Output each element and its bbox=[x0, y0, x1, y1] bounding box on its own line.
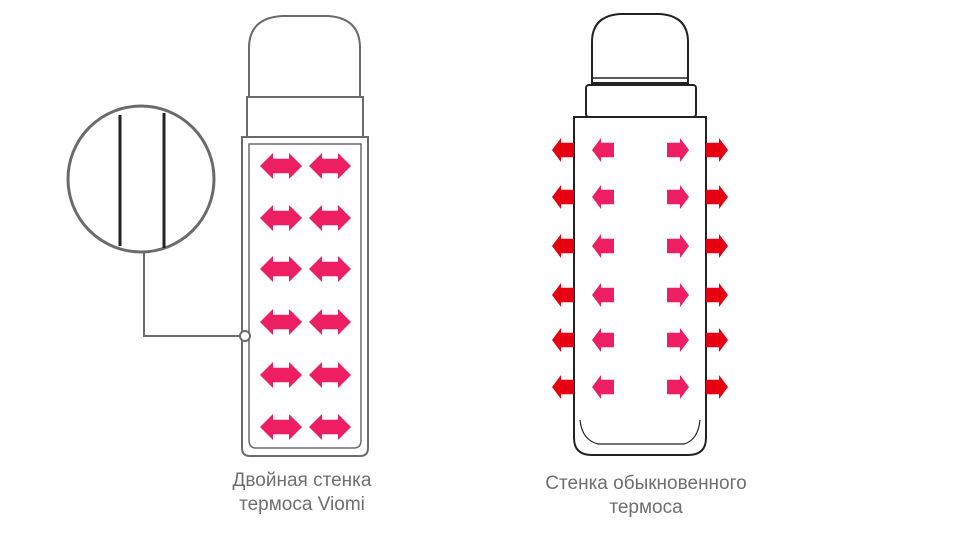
ordinary-thermos-collar bbox=[585, 84, 697, 118]
right-arrow-icon bbox=[706, 328, 728, 352]
left-arrow-icon bbox=[552, 328, 574, 352]
left-arrow-icon bbox=[552, 234, 574, 258]
viomi-thermos bbox=[241, 15, 369, 457]
right-arrow-icon bbox=[667, 234, 689, 258]
left-right-arrow-icon bbox=[309, 309, 351, 335]
left-right-arrow-icon bbox=[309, 362, 351, 388]
viomi-thermos-cap bbox=[248, 15, 361, 98]
left-arrow-icon bbox=[552, 185, 574, 209]
right-arrow-icon bbox=[667, 328, 689, 352]
wall-detail-magnifier bbox=[66, 104, 251, 342]
left-right-arrow-icon bbox=[260, 362, 302, 388]
left-right-arrow-icon bbox=[260, 153, 302, 179]
left-right-arrow-icon bbox=[309, 153, 351, 179]
left-right-arrow-icon bbox=[309, 256, 351, 282]
ordinary-thermos-body-highlight bbox=[579, 419, 701, 445]
left-right-arrow-icon bbox=[260, 205, 302, 231]
left-arrow-icon bbox=[552, 283, 574, 307]
right-arrow-icon bbox=[706, 375, 728, 399]
left-arrow-icon bbox=[552, 375, 574, 399]
left-arrow-icon bbox=[592, 283, 614, 307]
left-right-arrow-icon bbox=[260, 414, 302, 440]
left-right-arrow-icon bbox=[309, 205, 351, 231]
ordinary-caption-line2: термоса bbox=[609, 497, 683, 518]
magnifier-pointer-dot bbox=[239, 330, 251, 342]
right-arrow-icon bbox=[667, 375, 689, 399]
left-right-arrow-icon bbox=[260, 256, 302, 282]
ordinary-caption-line1: Стенка обыкновенного bbox=[545, 473, 747, 494]
right-arrow-icon bbox=[706, 234, 728, 258]
left-arrow-icon bbox=[592, 328, 614, 352]
viomi-thermos-collar bbox=[246, 96, 364, 138]
viomi-caption-line2: термоса Viomi bbox=[239, 494, 365, 515]
left-arrow-icon bbox=[592, 375, 614, 399]
magnifier-pointer-line bbox=[143, 252, 240, 337]
magnifier-detail-icon bbox=[66, 104, 216, 254]
viomi-thermos-body-inner bbox=[248, 143, 362, 449]
right-arrow-icon bbox=[706, 283, 728, 307]
right-arrow-icon bbox=[667, 138, 689, 162]
ordinary-thermos bbox=[552, 13, 728, 456]
viomi-arrow-grid bbox=[260, 153, 351, 440]
left-arrow-icon bbox=[552, 138, 574, 162]
right-arrow-icon bbox=[706, 185, 728, 209]
ordinary-arrow-grid bbox=[552, 138, 728, 399]
ordinary-caption: Стенка обыкновенного термоса bbox=[516, 472, 776, 520]
left-right-arrow-icon bbox=[309, 414, 351, 440]
right-arrow-icon bbox=[667, 283, 689, 307]
ordinary-thermos-cap bbox=[591, 13, 689, 84]
left-arrow-icon bbox=[592, 138, 614, 162]
left-right-arrow-icon bbox=[260, 309, 302, 335]
left-arrow-icon bbox=[592, 234, 614, 258]
right-arrow-icon bbox=[667, 185, 689, 209]
right-arrow-icon bbox=[706, 138, 728, 162]
ordinary-thermos-body bbox=[573, 116, 707, 456]
viomi-caption: Двойная стенка термоса Viomi bbox=[192, 469, 412, 517]
viomi-thermos-body-outer bbox=[241, 136, 369, 457]
viomi-caption-line1: Двойная стенка bbox=[232, 470, 372, 491]
left-arrow-icon bbox=[592, 185, 614, 209]
